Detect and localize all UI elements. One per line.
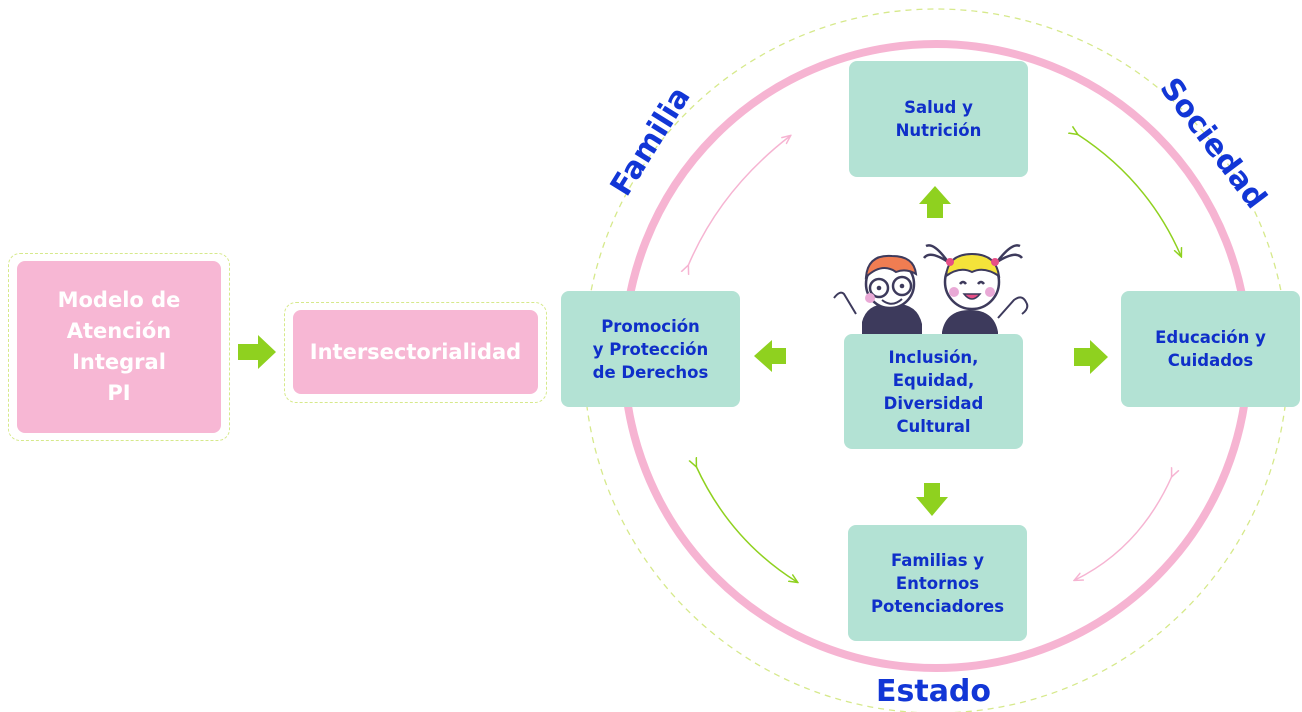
boy-figure	[833, 254, 922, 342]
node-health-nutrition: Salud y Nutrición	[849, 61, 1028, 177]
node-families-environments-text: Familias y Entornos Potenciadores	[870, 550, 1005, 616]
connector-bottom-right	[1075, 476, 1172, 580]
arrow-center-up	[919, 186, 951, 218]
arrow-center-down	[916, 483, 948, 516]
node-families-environments: Familias y Entornos Potenciadores	[848, 525, 1027, 641]
node-health-nutrition-text: Salud y Nutrición	[895, 98, 982, 140]
connector-top-right	[1077, 134, 1181, 256]
connector-bottom-left	[696, 466, 797, 582]
connector-top-left	[688, 136, 790, 266]
ring-label-estado: Estado	[876, 674, 992, 709]
middle-box-outline	[284, 302, 547, 403]
left-box-outline	[8, 253, 230, 441]
node-education-care: Educación y Cuidados	[1121, 291, 1300, 407]
children-illustration	[833, 244, 1029, 342]
node-rights-protection: Promoción y Protección de Derechos	[561, 291, 740, 407]
node-education-care-text: Educación y Cuidados	[1155, 328, 1266, 370]
girl-figure	[923, 244, 1029, 342]
model-box-text: Modelo de Atención Integral PI	[57, 288, 181, 405]
model-box: Modelo de Atención Integral PI	[17, 261, 221, 433]
node-rights-protection-text: Promoción y Protección de Derechos	[592, 316, 709, 382]
arrow-center-right	[1074, 340, 1108, 374]
arrow-left-to-middle	[238, 335, 276, 369]
intersectoriality-text: Intersectorialidad	[309, 340, 522, 364]
node-inclusion-center-text: Inclusión, Equidad, Diversidad Cultural	[883, 347, 984, 436]
node-inclusion-center: Inclusión, Equidad, Diversidad Cultural	[844, 334, 1023, 449]
intersectoriality-box: Intersectorialidad	[293, 310, 538, 394]
arrow-center-left	[754, 340, 786, 372]
